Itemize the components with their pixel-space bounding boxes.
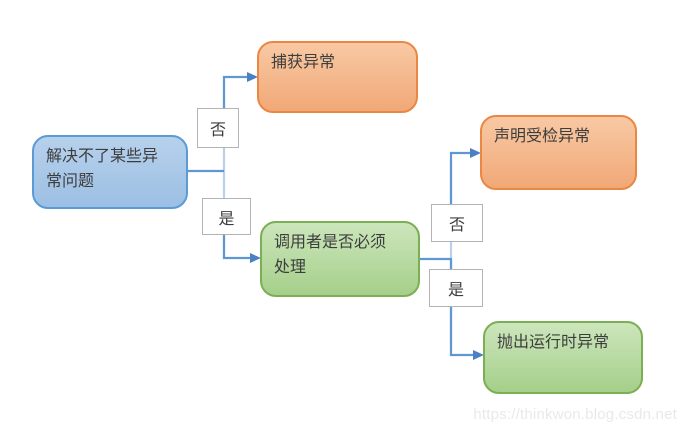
node-throw-runtime-exception: 抛出运行时异常 <box>483 321 643 394</box>
edge-label-left-no-text: 否 <box>209 122 226 139</box>
edge-label-right-no-text: 否 <box>448 217 465 234</box>
node-caller-must-handle: 调用者是否必须处理 <box>260 221 420 297</box>
node-problem-label: 解决不了某些异常问题 <box>46 148 159 190</box>
edge-label-right-no: 否 <box>431 204 483 242</box>
node-catch-exception-label: 捕获异常 <box>271 54 336 71</box>
node-declare-checked-exception-label: 声明受检异常 <box>494 128 591 145</box>
node-throw-runtime-exception-label: 抛出运行时异常 <box>497 334 610 351</box>
edge-yes-to-throw <box>449 307 484 360</box>
node-declare-checked-exception: 声明受检异常 <box>480 115 637 190</box>
edge-label-left-no: 否 <box>197 108 239 148</box>
edge-yes-to-caller <box>222 235 261 263</box>
edge-label-right-yes: 是 <box>429 269 483 307</box>
edge-label-left-yes-text: 是 <box>218 210 235 228</box>
edge-label-left-yes: 是 <box>202 198 251 235</box>
edge-caller-stub <box>420 257 453 269</box>
edge-no-to-declare <box>449 148 481 204</box>
node-caller-must-handle-label: 调用者是否必须处理 <box>274 234 387 276</box>
node-problem: 解决不了某些异常问题 <box>32 135 188 209</box>
edge-no-to-catch <box>222 72 258 108</box>
watermark: https://thinkwon.blog.csdn.net <box>473 406 677 423</box>
edge-label-right-yes-text: 是 <box>447 282 464 299</box>
node-catch-exception: 捕获异常 <box>257 41 418 113</box>
